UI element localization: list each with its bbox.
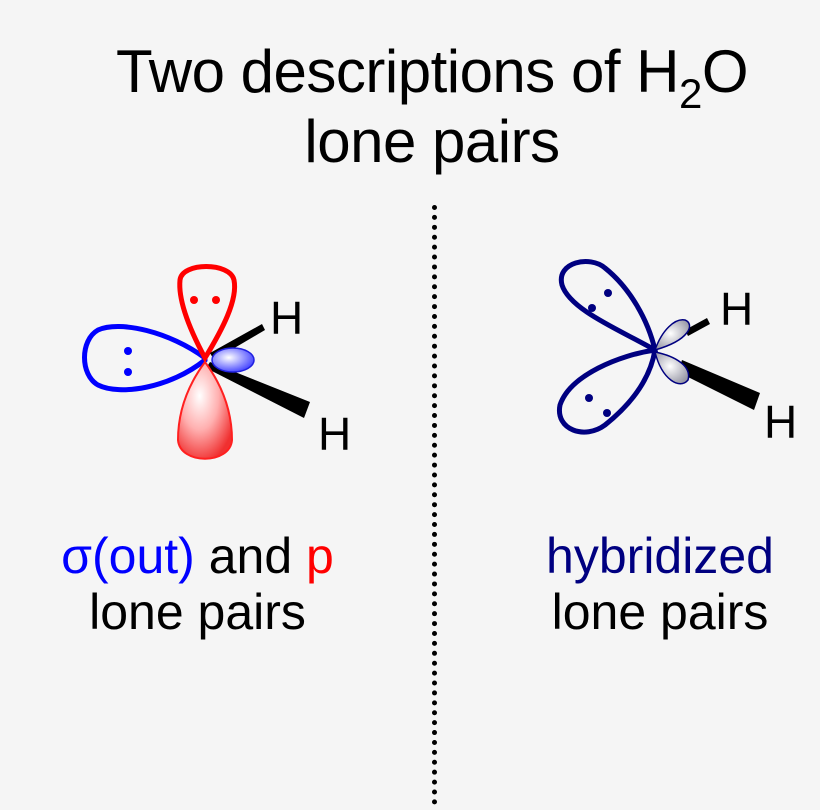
hybridized-label: hybridized — [546, 528, 774, 584]
left-caption-line-1: σ(out) and p — [0, 528, 395, 584]
atom-h-bottom: H — [764, 396, 797, 448]
right-orbital-diagram: H H — [557, 259, 797, 448]
atom-h-top: H — [720, 283, 753, 335]
right-caption-line-2: lone pairs — [551, 584, 769, 640]
right-caption: hybridized lone pairs — [500, 528, 820, 640]
left-caption-line-2: lone pairs — [89, 584, 306, 640]
sigma-label: σ(out) — [61, 528, 195, 584]
p-lobe-top — [177, 264, 238, 364]
left-caption: σ(out) and p lone pairs — [0, 528, 395, 640]
dotted-divider — [432, 205, 437, 805]
p-label: p — [306, 528, 334, 584]
atom-h-top: H — [270, 292, 303, 344]
and-label: and — [194, 528, 307, 584]
title-line-2: lone pairs — [304, 108, 560, 175]
subscript-2: 2 — [679, 70, 702, 117]
atom-h-bottom: H — [318, 408, 351, 460]
hybrid-lobe-lower — [557, 347, 659, 435]
left-orbital-diagram: H H — [82, 264, 351, 460]
sigma-lobe — [82, 324, 208, 393]
title-text: Two descriptions of H — [115, 38, 680, 105]
hybrid-lobe-upper — [558, 259, 659, 356]
p-lobe-bottom — [176, 360, 234, 460]
title-suffix: O — [701, 38, 749, 105]
title-line-1: Two descriptions of H2O — [22, 38, 820, 118]
